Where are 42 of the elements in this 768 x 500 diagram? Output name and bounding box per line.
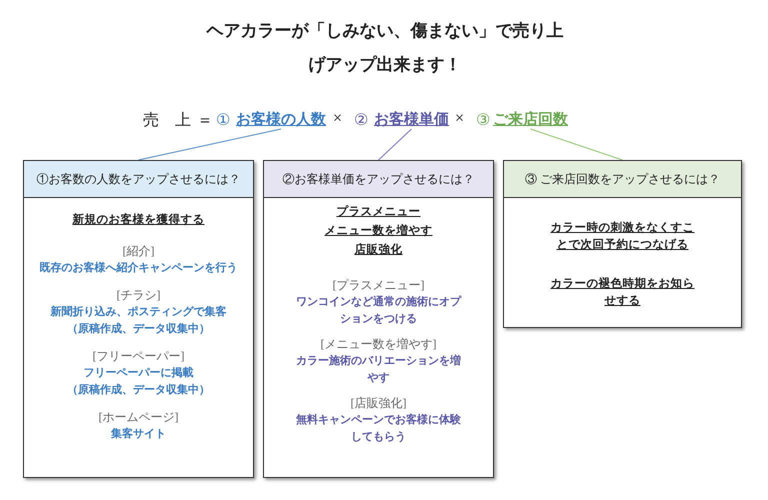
description-text: カラー施術のバリエーションを増やす xyxy=(295,353,462,386)
circled-number: ① xyxy=(216,111,230,130)
equation-term: ご来店回数 xyxy=(493,110,568,129)
info-card xyxy=(23,160,254,478)
description-text: （原稿作成、データ収集中） xyxy=(67,382,210,398)
equation-term: お客様単価 xyxy=(374,110,449,129)
key-point: 店販強化 xyxy=(354,242,402,258)
section-heading: [プラスメニュー] xyxy=(332,277,424,294)
section-heading: [ホームページ] xyxy=(98,409,178,426)
multiply-sign: × xyxy=(455,110,464,128)
title: ヘアカラーが「しみない、傷まない」で売り上げアップ出来ます！ xyxy=(205,20,564,76)
description-text: （原稿作成、データ収集中） xyxy=(67,322,210,337)
info-card xyxy=(263,160,494,478)
description-text: 既存のお客様へ紹介キャンペーンを行う xyxy=(40,260,238,276)
description-text: ワンコインなど通常の施術にオプションをつける xyxy=(295,294,462,327)
key-point: カラー時の刺激をなくすことで次回予約につなげる xyxy=(550,220,696,253)
section-heading: [紹介] xyxy=(122,243,154,260)
card-header: ①お客数の人数をアップさせるには？ xyxy=(24,161,253,198)
description-text: 無料キャンペーンでお客様に体験してもらう xyxy=(295,412,462,445)
equation-term: 売 上 xyxy=(143,110,191,131)
equation-term: お客様の人数 xyxy=(236,110,326,129)
description-text: フリーペーパーに掲載 xyxy=(84,366,194,381)
section-heading: [フリーペーパー] xyxy=(92,348,184,365)
key-point: メニュー数を増やす xyxy=(324,223,432,239)
section-heading: [チラシ] xyxy=(116,287,160,304)
connector-line xyxy=(378,128,412,160)
equals-sign: ＝ xyxy=(197,111,213,131)
key-point: 新規のお客様を獲得する xyxy=(72,212,204,228)
description-text: 新聞折り込み、ポスティングで集客 xyxy=(50,304,226,320)
multiply-sign: × xyxy=(333,110,342,128)
key-point: カラーの褪色時期をお知らせする xyxy=(550,276,696,309)
section-heading: [店販強化] xyxy=(350,395,406,412)
circled-number: ③ xyxy=(476,111,490,130)
card-header: ③ ご来店回数をアップさせるには？ xyxy=(504,161,741,198)
info-card xyxy=(503,160,742,328)
description-text: 集客サイト xyxy=(111,426,166,442)
connector-line xyxy=(530,128,623,160)
card-header: ②お客様単価をアップさせるには？ xyxy=(264,161,493,198)
circled-number: ② xyxy=(354,111,368,130)
key-point: プラスメニュー xyxy=(336,204,420,220)
connector-line xyxy=(138,128,282,160)
section-heading: [メニュー数を増やす] xyxy=(320,336,436,353)
